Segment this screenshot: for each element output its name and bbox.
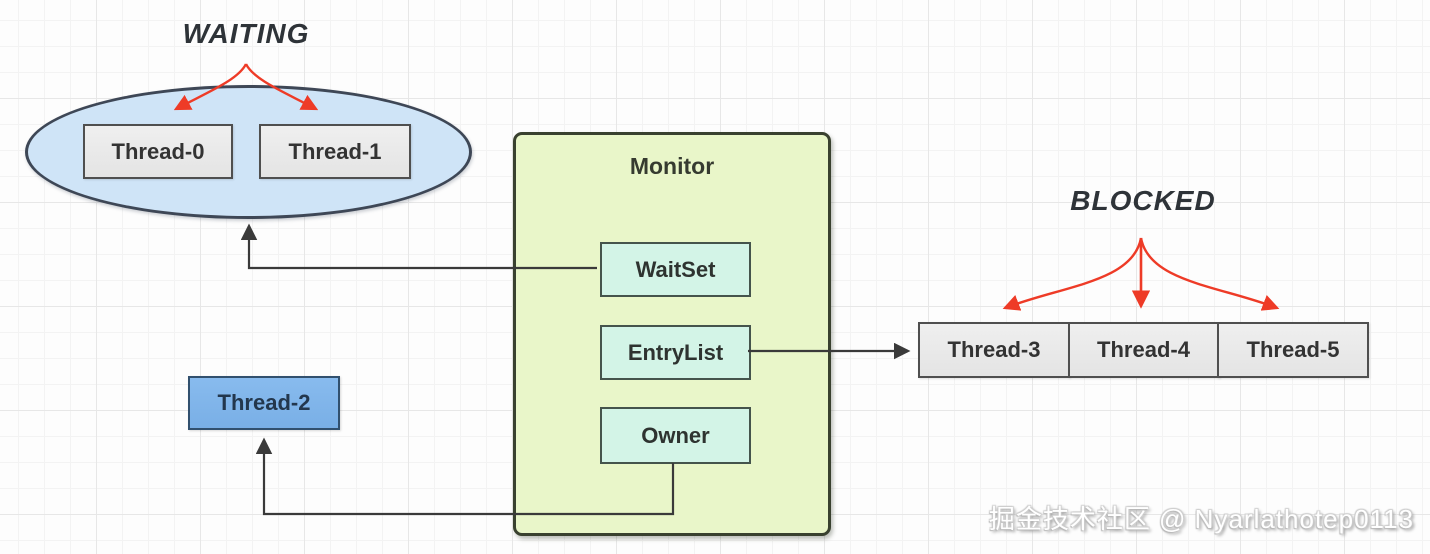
owner-box: Owner [600,407,751,464]
arrow-blocked-to-thread-5 [1139,237,1280,311]
thread-0-box: Thread-0 [83,124,233,179]
watermark: 掘金技术社区 @ Nyarlathotep0113 [988,504,1414,534]
blocked-state-label: BLOCKED [1070,185,1216,216]
thread-1-box: Thread-1 [259,124,411,179]
waiting-state-label: WAITING [182,18,310,49]
waitset-box: WaitSet [600,242,751,297]
arrow-blocked-to-thread-3 [1002,237,1143,311]
thread-3-box: Thread-3 [918,322,1070,378]
thread-4-box: Thread-4 [1067,322,1220,378]
thread-5-box: Thread-5 [1217,322,1369,378]
monitor-title: Monitor [629,153,715,179]
blocked-thread-row: Thread-3 Thread-4 Thread-5 [918,322,1369,378]
monitor-box: Monitor WaitSet EntryList Owner [513,132,831,536]
entrylist-box: EntryList [600,325,751,380]
thread-2-box: Thread-2 [188,376,340,430]
